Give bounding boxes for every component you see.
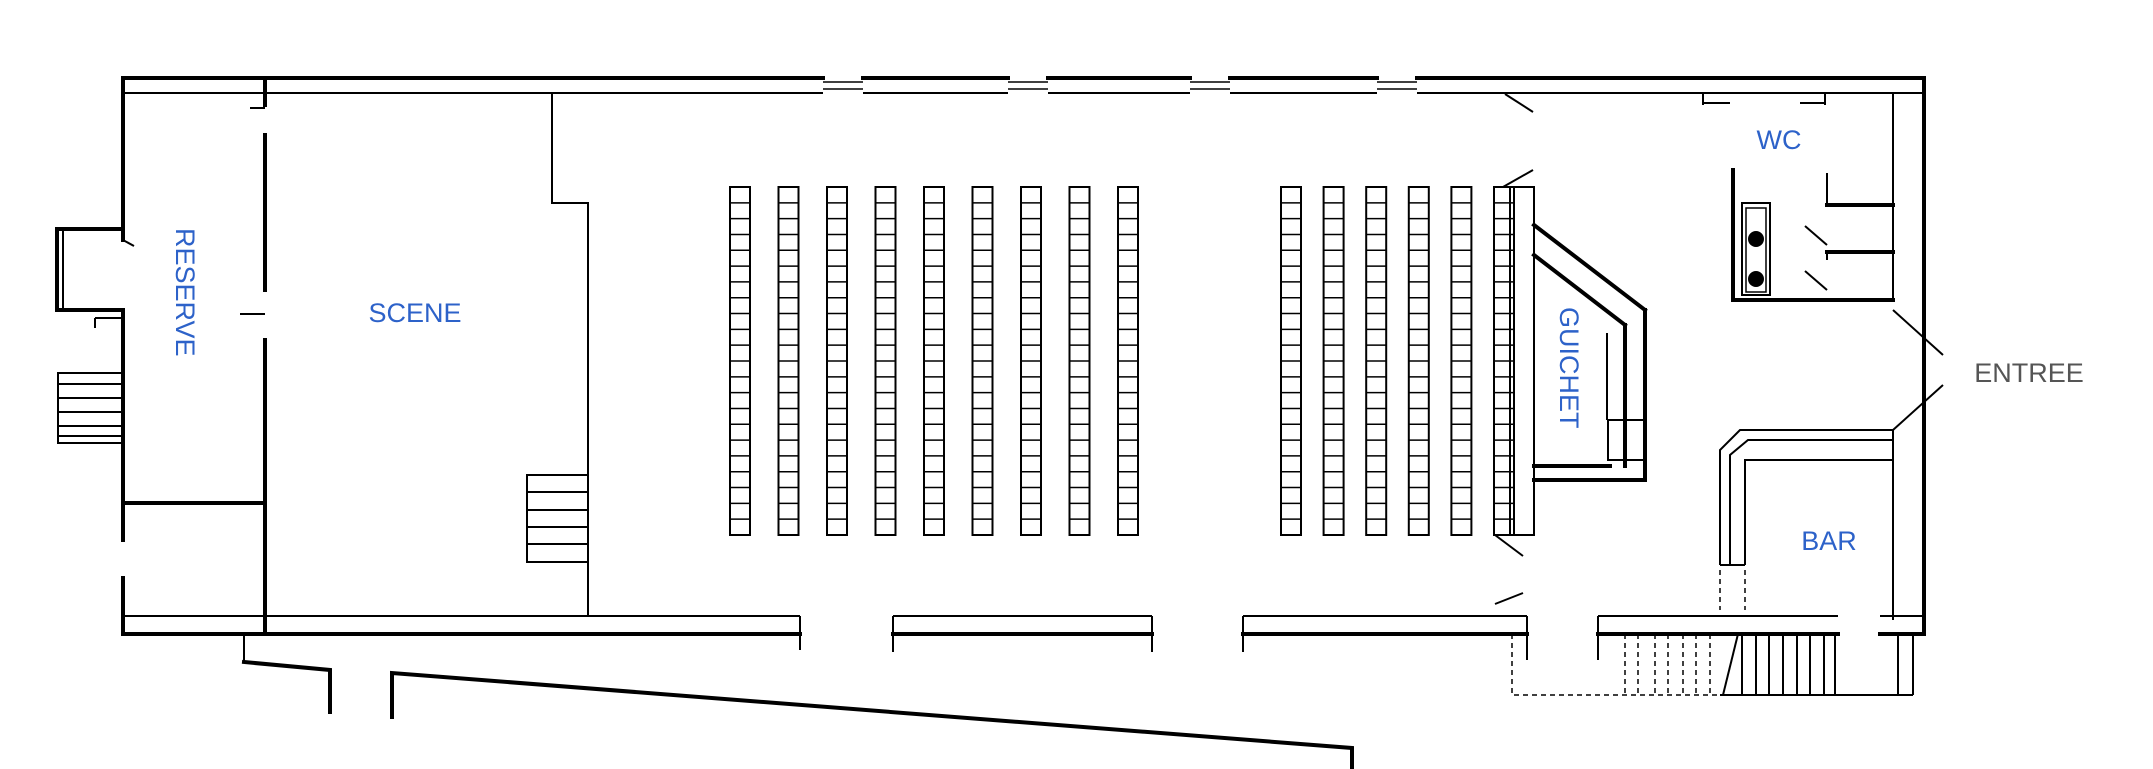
right-seat-column-3: [1365, 186, 1388, 536]
seating-block-left: [729, 186, 1139, 536]
windows: [823, 81, 1417, 90]
entrance-opening: [1892, 309, 1944, 431]
left-seat-column-5: [923, 186, 945, 536]
exterior-steps: [1511, 633, 1914, 696]
seating-block-right: [1280, 186, 1515, 536]
exterior-wall: [241, 634, 1354, 769]
left-seat-column-6: [971, 186, 994, 536]
left-seat-column-9: [1117, 186, 1139, 536]
outer-walls: [121, 76, 1926, 660]
wc-room: [1702, 93, 1895, 302]
guichet-label: GUICHET: [1554, 307, 1584, 429]
reserve-label: RESERVE: [170, 228, 200, 357]
right-seat-column-2: [1322, 186, 1345, 536]
left-seat-column-7: [1020, 186, 1042, 536]
left-seat-column-8: [1068, 186, 1091, 536]
entrance-label: ENTREE: [1974, 358, 2084, 388]
left-seat-column-2: [777, 186, 800, 536]
bar-label: BAR: [1801, 526, 1857, 556]
scene-label: SCENE: [368, 298, 461, 328]
wc-label: WC: [1757, 125, 1802, 155]
guichet-counter: [1494, 93, 1648, 605]
bar-counter: [1719, 429, 1893, 610]
left-seat-column-3: [826, 186, 848, 536]
right-seat-column-1: [1280, 186, 1302, 536]
right-seat-column-5: [1450, 186, 1473, 536]
stage-edge: [526, 93, 589, 616]
left-seat-column-4: [874, 186, 897, 536]
reserve-stair: [55, 227, 135, 444]
left-seat-column-1: [729, 186, 751, 536]
reserve-wall: [121, 76, 267, 636]
right-seat-column-4: [1407, 186, 1430, 536]
